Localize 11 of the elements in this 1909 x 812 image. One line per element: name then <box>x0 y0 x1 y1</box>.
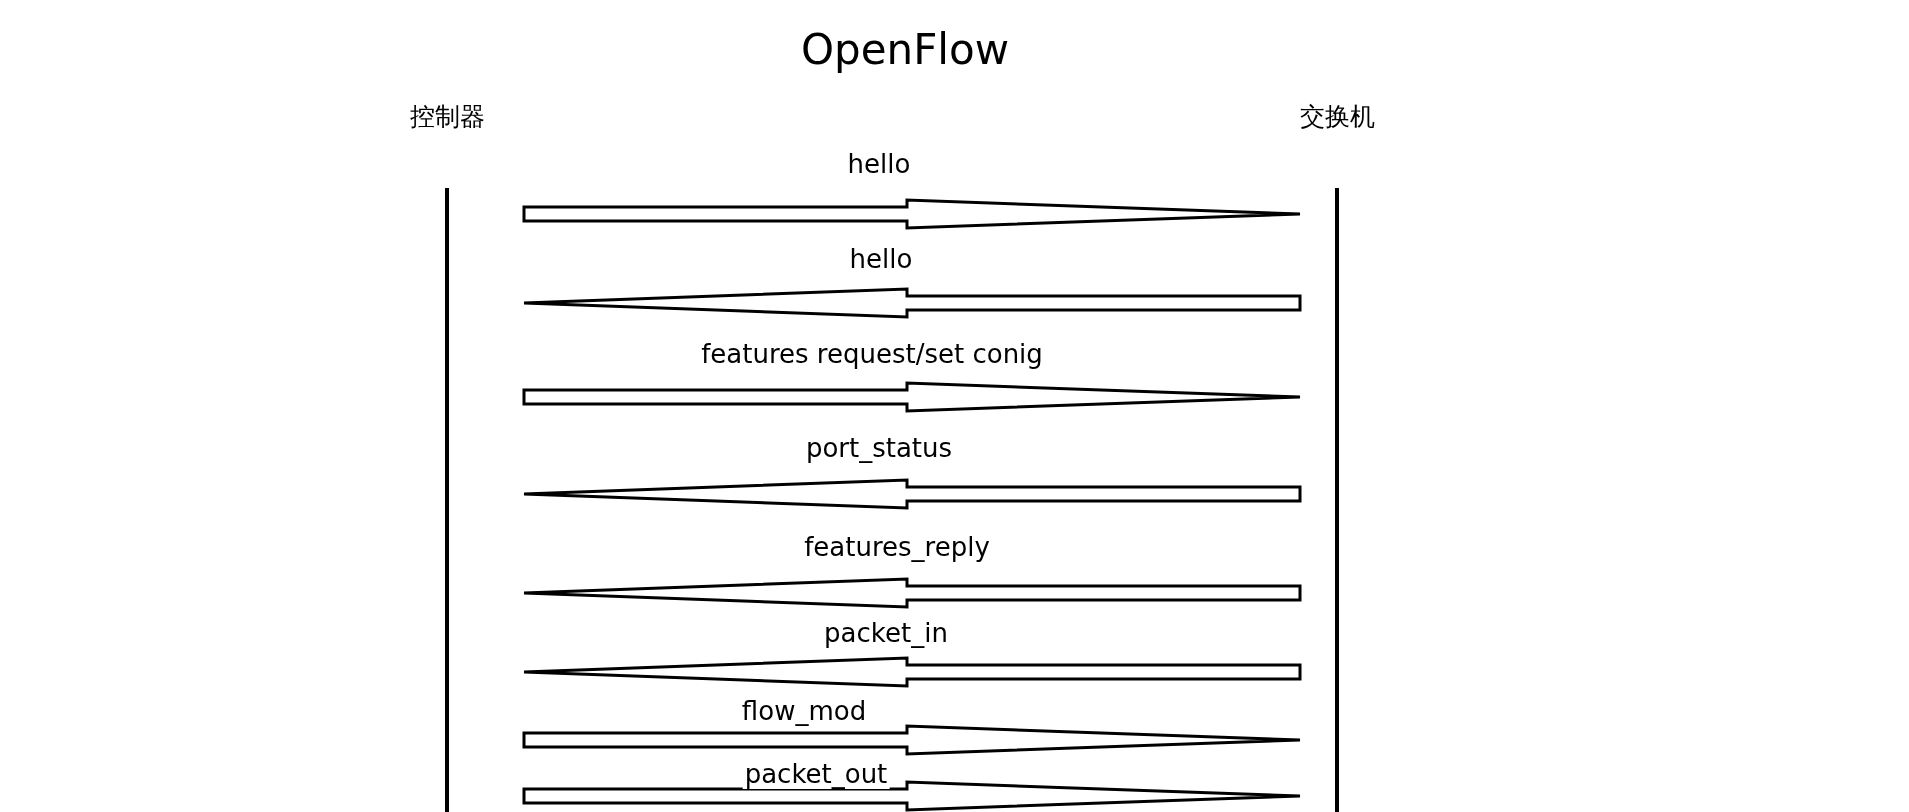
block-arrow <box>522 577 1302 609</box>
block-arrow <box>522 478 1302 510</box>
block-arrow <box>522 381 1302 413</box>
block-arrow <box>522 656 1302 688</box>
block-arrow <box>522 198 1302 230</box>
lifeline-label: 交换机 <box>1300 101 1374 133</box>
lifeline-label: 控制器 <box>408 101 486 133</box>
block-arrow <box>522 780 1302 812</box>
block-arrow <box>522 287 1302 319</box>
block-arrow <box>522 724 1302 756</box>
diagram-title: OpenFlow <box>800 24 1010 74</box>
